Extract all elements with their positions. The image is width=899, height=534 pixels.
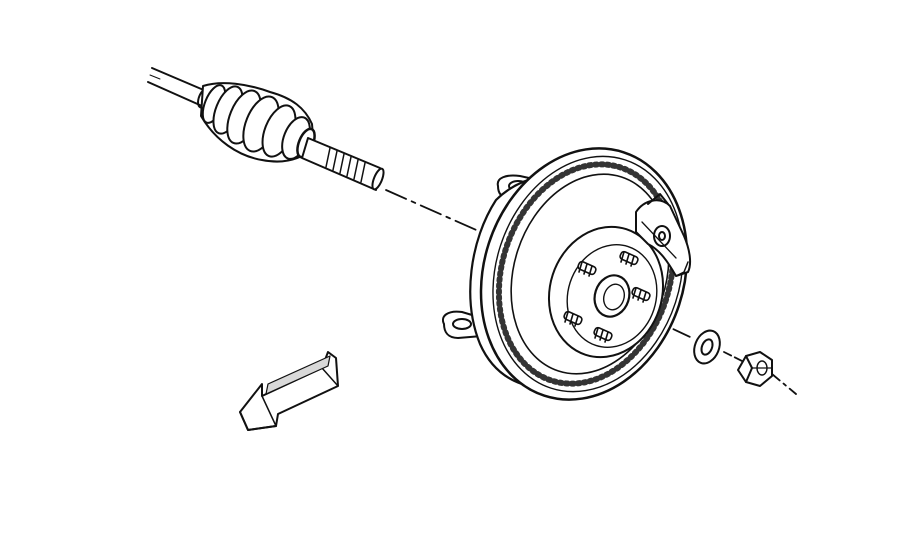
wheel-stud [593, 326, 613, 343]
wheel-studs [563, 250, 651, 343]
wheel-stud [631, 286, 651, 303]
wheel-stud [577, 260, 597, 277]
caliper [635, 193, 692, 277]
splined-stub [301, 137, 385, 191]
wheel-stud [619, 250, 639, 267]
wheel-stud [563, 310, 583, 327]
washer [693, 329, 721, 365]
hub-nut [737, 351, 773, 387]
cv-boot [200, 82, 316, 163]
direction-arrow [239, 351, 339, 431]
